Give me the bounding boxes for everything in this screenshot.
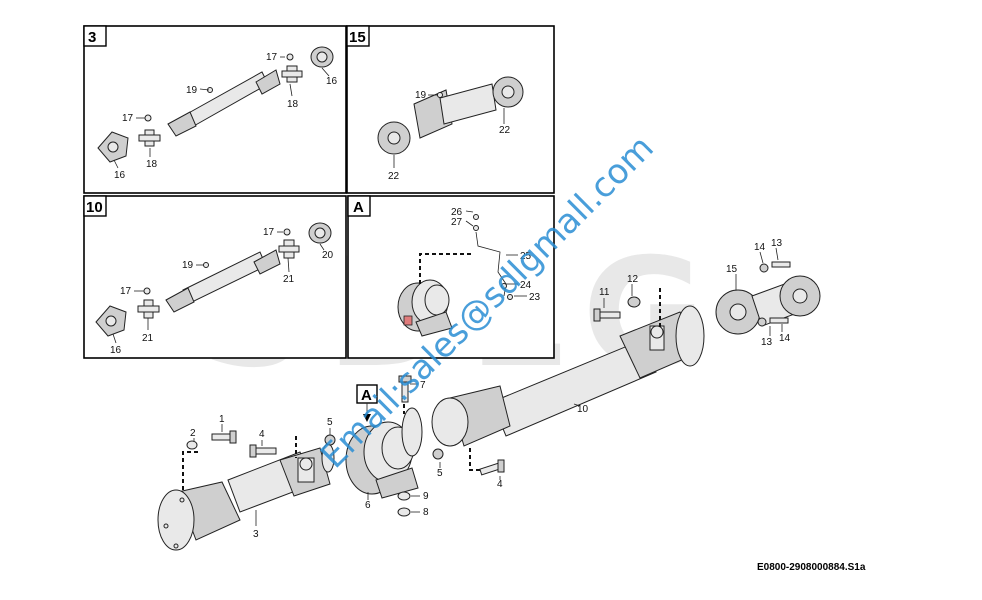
part-label: 17 (263, 227, 275, 238)
part-label: 12 (627, 274, 639, 285)
part-label: 14 (754, 242, 766, 253)
main-flange-10 (431, 397, 469, 447)
main-nut-14b (757, 317, 767, 327)
main-flange-front (157, 489, 195, 551)
part-label: 27 (451, 217, 463, 228)
panel-3-number: 3 (88, 29, 96, 46)
part-label: 18 (287, 99, 299, 110)
part-label: 17 (120, 286, 132, 297)
part-label: 16 (114, 170, 126, 181)
part-label: 4 (497, 479, 503, 490)
part-label: 17 (266, 52, 278, 63)
panel-a: A 26 27 25 24 23 (347, 195, 555, 359)
main-washer-2 (186, 440, 198, 450)
main-nut-5b (432, 448, 444, 460)
panel-3: 3 17 19 16 18 17 16 18 (83, 25, 347, 194)
main-washer-12 (627, 296, 641, 308)
reference-code: E0800-2908000884.S1a (757, 562, 866, 573)
part-label: 19 (186, 85, 198, 96)
part-label: 14 (779, 333, 791, 344)
main-assembly: A 1 2 4 5 7 5 4 3 6 9 8 10 11 (157, 238, 821, 551)
panel-a-frame (347, 195, 555, 359)
part-label: 11 (599, 287, 610, 298)
main-bolt-13b (769, 317, 789, 324)
part-label: 21 (283, 274, 295, 285)
main-dash-front (182, 451, 200, 490)
panel-10: 10 17 19 20 21 17 16 21 (83, 195, 347, 359)
main-bolt-11 (593, 308, 621, 322)
part-label: 13 (761, 337, 773, 348)
main-washer-8 (397, 507, 411, 517)
panel-10-number: 10 (86, 199, 103, 216)
part-label: 16 (326, 76, 338, 87)
part-label: 15 (726, 264, 738, 275)
part-label: 18 (146, 159, 158, 170)
panel-a-dashed-leader (419, 253, 474, 284)
panel-a-bearing-bracket (415, 311, 453, 337)
part-label: 22 (388, 171, 400, 182)
part-label: 20 (322, 250, 334, 261)
main-bolt-4b (479, 459, 505, 476)
part-label: 23 (529, 292, 541, 303)
part-label: 2 (190, 428, 196, 439)
part-label: 5 (437, 468, 443, 479)
part-label: 7 (420, 380, 426, 391)
part-label: 26 (451, 207, 463, 218)
main-flange-rear (675, 305, 705, 367)
part-label: 3 (253, 529, 259, 540)
part-label: 5 (327, 417, 333, 428)
panel-15: 15 19 22 22 (346, 25, 555, 194)
part-label: 10 (577, 404, 589, 415)
main-bolt-1 (211, 430, 237, 444)
part-label: 8 (423, 507, 429, 518)
panel-a-red-marker (403, 315, 413, 326)
part-label: 19 (182, 260, 194, 271)
part-label: 4 (259, 429, 265, 440)
panel-a-number: A (353, 199, 364, 216)
main-callout-label: A (361, 387, 372, 404)
panel-15-coupling-left (377, 121, 411, 155)
main-bolt-13a (771, 261, 791, 268)
panel-10-yoke-left (165, 287, 195, 313)
part-label: 17 (122, 113, 134, 124)
part-label: 1 (219, 414, 225, 425)
part-label: 13 (771, 238, 783, 249)
main-bearing-bracket (375, 467, 419, 499)
part-label: 25 (520, 251, 532, 262)
panel-3-yoke-left (167, 111, 197, 137)
main-nut-14a (759, 263, 769, 273)
main-bearing-ring (401, 407, 423, 457)
part-label: 24 (520, 280, 532, 291)
main-bolt-7 (398, 375, 412, 403)
part-label: 19 (415, 90, 427, 101)
part-label: 21 (142, 333, 154, 344)
part-label: 6 (365, 500, 371, 511)
panel-15-shaft (439, 83, 497, 125)
panel-15-coupling-right (492, 76, 524, 108)
main-washer-9 (397, 491, 411, 501)
part-label: 22 (499, 125, 511, 136)
main-dash-4b (469, 448, 482, 471)
panel-15-number: 15 (349, 29, 366, 46)
part-label: 9 (423, 491, 429, 502)
main-coupling-15 (715, 275, 821, 335)
part-label: 16 (110, 345, 122, 356)
main-bolt-4a (249, 444, 277, 458)
